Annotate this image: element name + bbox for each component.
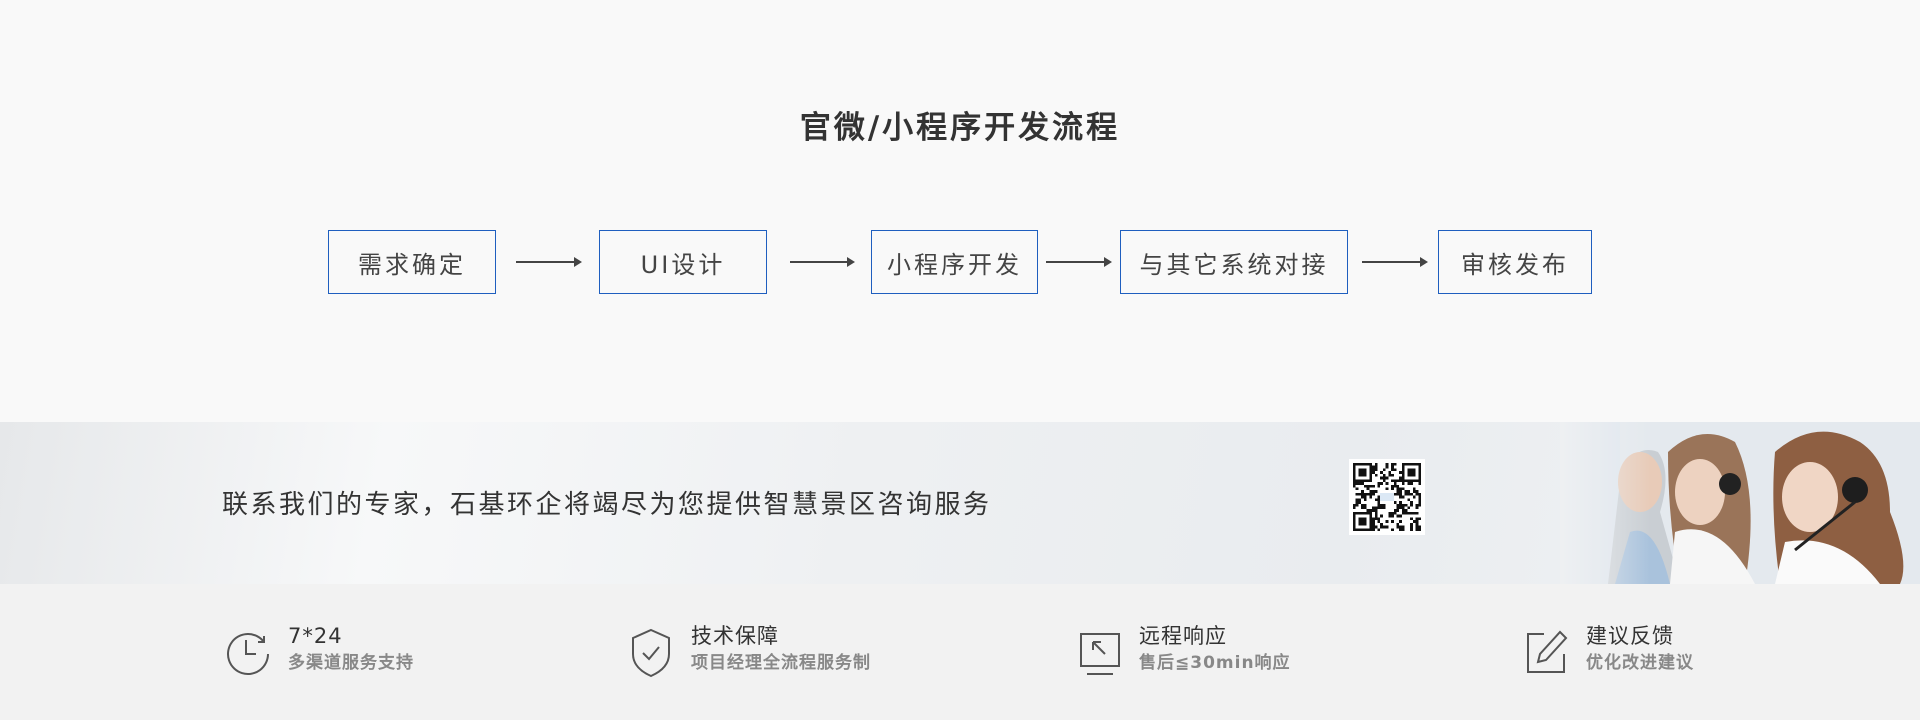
feature-remote: 远程响应售后≦30min响应 <box>1075 622 1291 678</box>
remote-screen-icon <box>1080 633 1120 675</box>
banner-text: 联系我们的专家，石基环企将竭尽为您提供智慧景区咨询服务 <box>222 490 992 520</box>
feature-feedback: 建议反馈优化改进建议 <box>1522 622 1694 678</box>
step-development: 小程序开发 <box>871 230 1038 294</box>
qr-code-icon <box>1349 459 1425 535</box>
feature-tech: 技术保障项目经理全流程服务制 <box>627 622 871 678</box>
feature-title: 技术保障 <box>691 624 779 648</box>
step-integration: 与其它系统对接 <box>1120 230 1348 294</box>
edit-icon <box>1527 630 1568 673</box>
clock-icon <box>227 633 269 675</box>
feature-title: 7*24 <box>288 624 343 648</box>
arrow-icon <box>516 257 582 267</box>
arrow-icon <box>1046 257 1112 267</box>
process-section: 官微/小程序开发流程 需求确定 UI设计 小程序开发 与其它系统对接 审核发布 <box>328 110 1592 294</box>
feature-support: 7*24 多渠道服务支持 <box>224 622 414 678</box>
feature-title: 远程响应 <box>1139 624 1227 648</box>
contact-banner: 联系我们的专家，石基环企将竭尽为您提供智慧景区咨询服务 <box>0 422 1920 584</box>
support-staff-photo <box>1560 422 1920 584</box>
feature-subtitle: 多渠道服务支持 <box>288 653 414 673</box>
features-bar: 7*24 多渠道服务支持 技术保障项目经理全流程服务制 远程响应售后≦30min响… <box>0 584 1920 720</box>
step-requirements: 需求确定 <box>328 230 496 294</box>
feature-subtitle: 售后≦30min响应 <box>1139 653 1291 673</box>
feature-subtitle: 项目经理全流程服务制 <box>691 653 871 673</box>
arrow-icon <box>1362 257 1428 267</box>
arrow-icon <box>790 257 855 267</box>
step-ui-design: UI设计 <box>599 230 767 294</box>
feature-title: 建议反馈 <box>1586 624 1674 648</box>
shield-check-icon <box>632 628 670 678</box>
section-title: 官微/小程序开发流程 <box>799 110 1121 146</box>
feature-subtitle: 优化改进建议 <box>1586 653 1694 673</box>
step-release: 审核发布 <box>1438 230 1592 294</box>
